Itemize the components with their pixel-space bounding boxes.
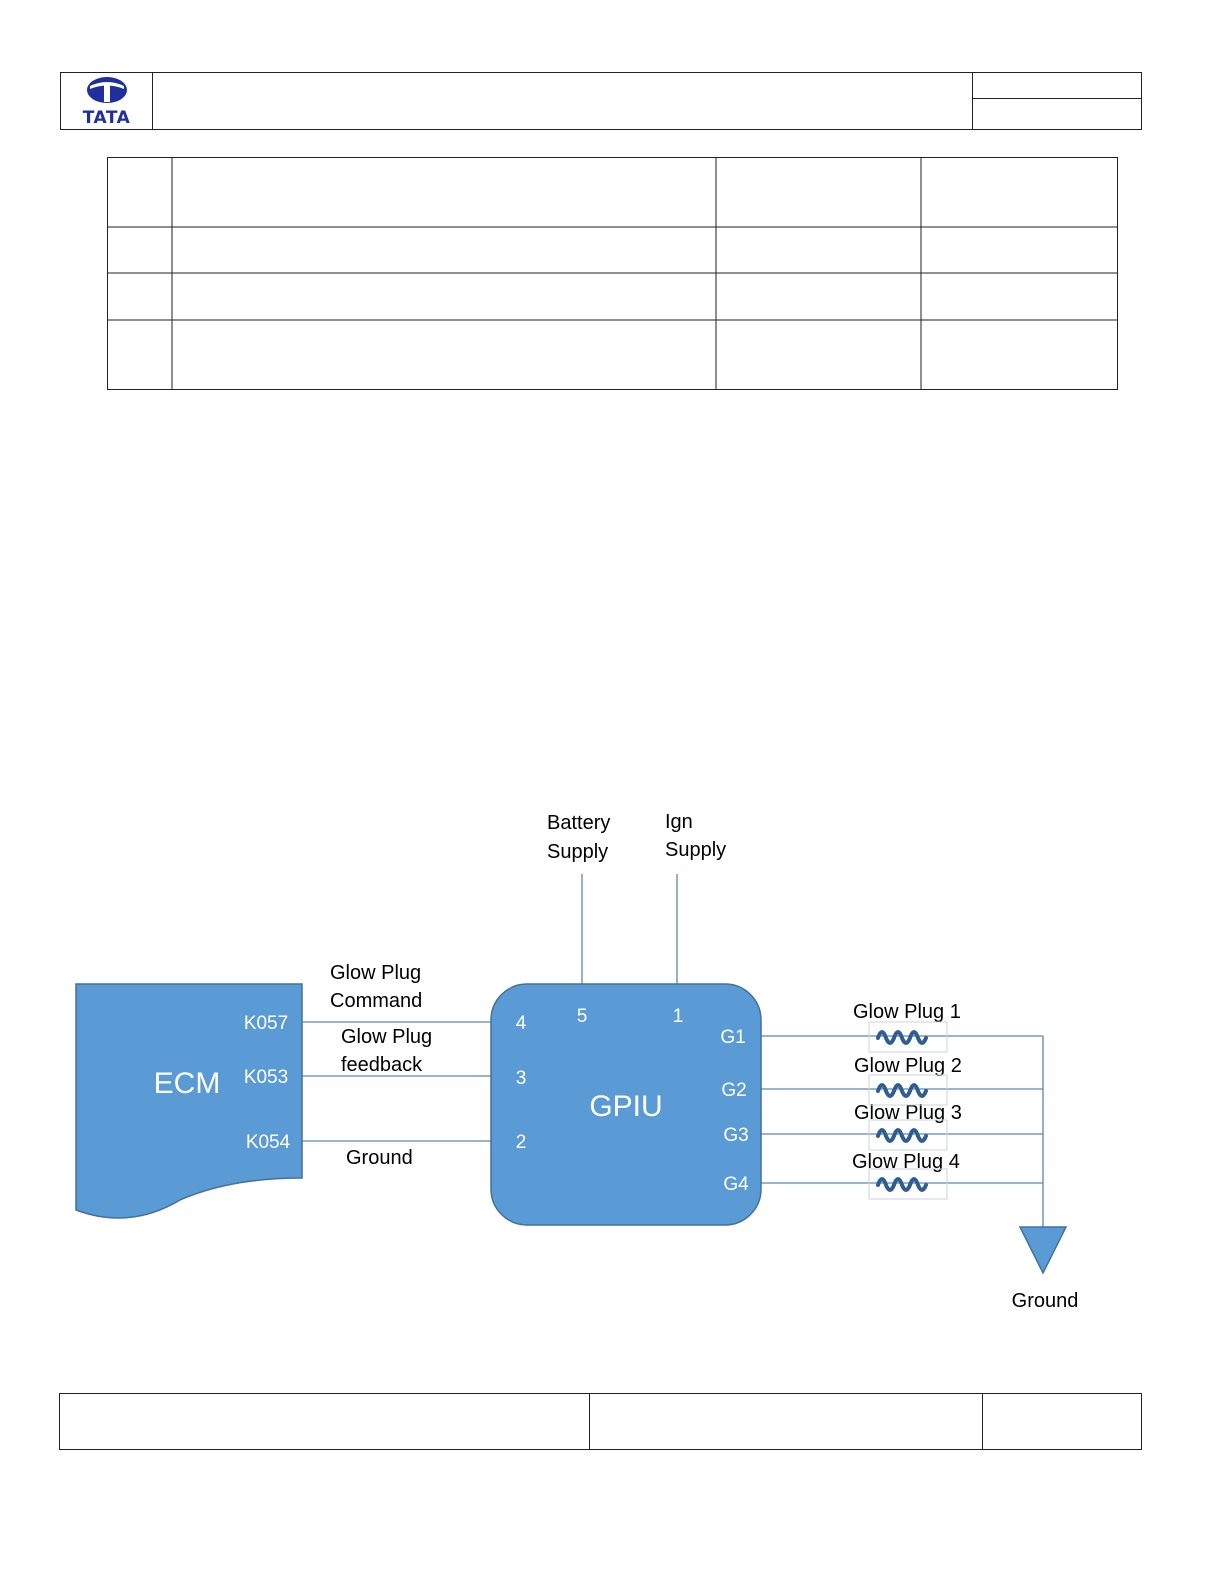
header-divider-h	[972, 98, 1142, 99]
battery-label-line1: Battery	[547, 812, 610, 834]
footer-cell-middle	[589, 1393, 983, 1450]
ign-label-line2: Supply	[665, 839, 726, 861]
footer-cell-right	[982, 1393, 1142, 1450]
ground-symbol-label: Ground	[1012, 1290, 1079, 1312]
ecm-label: ECM	[154, 1067, 221, 1100]
gpiu-pin-g1: G1	[720, 1027, 745, 1048]
gpiu-pin-1: 1	[673, 1006, 684, 1027]
ign-label-line1: Ign	[665, 811, 693, 833]
gpiu-pin-g4: G4	[723, 1174, 749, 1195]
tata-logo-icon	[87, 77, 127, 103]
glow-plug-3-coil-icon	[868, 1119, 948, 1151]
ecm-pin-k053: K053	[244, 1067, 288, 1088]
header-divider	[972, 72, 973, 130]
feedback-label-line2: feedback	[341, 1054, 423, 1076]
document-header	[60, 72, 1142, 130]
glow-plug-1-label: Glow Plug 1	[853, 1001, 961, 1023]
gpiu-label: GPIU	[589, 1090, 662, 1123]
command-label-line2: Command	[330, 990, 422, 1012]
footer-cell-left	[59, 1393, 590, 1450]
logo-cell: TATA	[60, 72, 153, 130]
gpiu-block	[490, 983, 762, 1226]
glow-plug-2-coil-icon	[868, 1074, 948, 1106]
gpiu-pin-g3: G3	[723, 1125, 748, 1146]
command-label-line1: Glow Plug	[330, 962, 421, 984]
glow-plug-4-coil-icon	[868, 1168, 948, 1200]
ecm-pin-k054: K054	[246, 1132, 291, 1153]
glow-plug-4-label: Glow Plug 4	[852, 1151, 960, 1173]
battery-label-line2: Supply	[547, 841, 608, 863]
feedback-label-line1: Glow Plug	[341, 1026, 432, 1048]
ecm-block	[75, 983, 303, 1219]
gpiu-pin-2: 2	[516, 1132, 527, 1153]
glow-plug-circuit-diagram: ECM K057 K053 K054 GPIU 4 3 2 5 1 G1 G2 …	[75, 811, 1079, 1312]
glow-plug-3-label: Glow Plug 3	[854, 1102, 962, 1124]
gpiu-pin-5: 5	[577, 1006, 588, 1027]
glow-plug-1-coil-icon	[868, 1021, 948, 1053]
ground-signal-label: Ground	[346, 1147, 413, 1169]
glow-plug-2-label: Glow Plug 2	[854, 1055, 962, 1077]
gpiu-pin-3: 3	[516, 1068, 527, 1089]
ground-symbol-icon	[1018, 1226, 1068, 1275]
gpiu-pin-4: 4	[516, 1013, 527, 1034]
logo-text: TATA	[82, 108, 131, 128]
ecm-pin-k057: K057	[244, 1013, 288, 1034]
gpiu-pin-g2: G2	[721, 1080, 746, 1101]
empty-table	[107, 157, 1118, 390]
